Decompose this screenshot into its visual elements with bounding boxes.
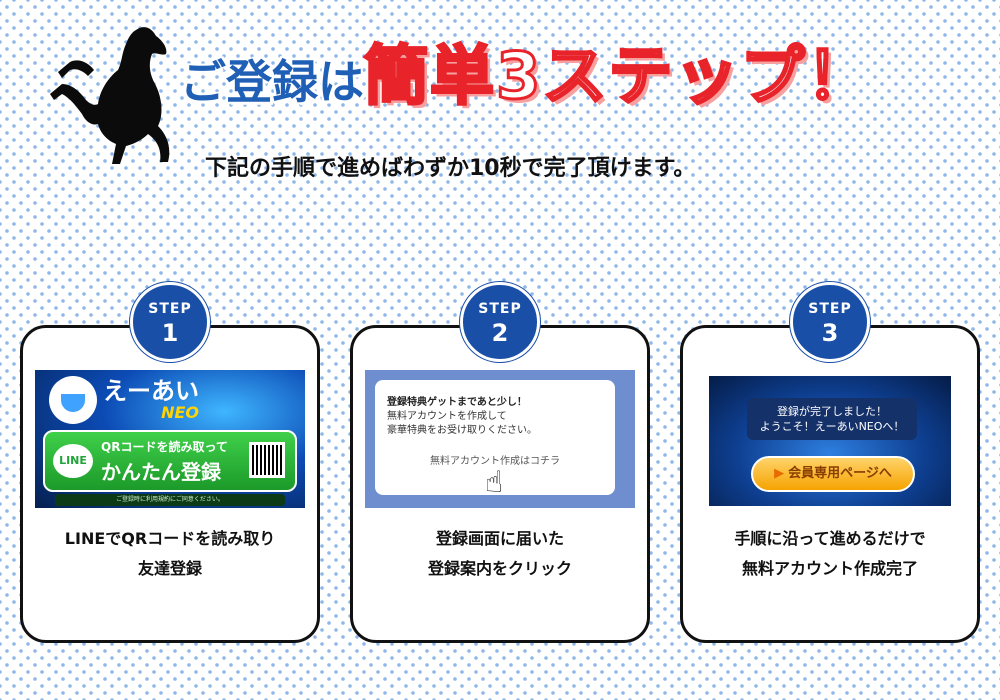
title-emphasis: 簡単3ステップ！ <box>363 40 873 114</box>
step-1-caption-line1: LINEでQRコードを読み取り <box>64 529 276 548</box>
done-line-2: ようこそ！えーあいNEOへ！ <box>759 420 905 433</box>
step-3-image: 登録が完了しました！ ようこそ！えーあいNEOへ！ ▶会員専用ページへ <box>709 376 951 506</box>
step-2-card: 登録特典ゲットまであと少し！ 無料アカウントを作成して 豪華特典をお受け取りくだ… <box>350 325 650 643</box>
qr-instruction: QRコードを読み取って <box>101 440 228 454</box>
step-2-word: STEP <box>478 301 522 317</box>
create-account-link[interactable]: 無料アカウント作成はコチラ <box>430 456 560 467</box>
member-page-button[interactable]: ▶会員専用ページへ <box>751 456 915 492</box>
step-3-caption: 手順に沿って進めるだけで 無料アカウント作成完了 <box>683 524 977 584</box>
step-1-badge: STEP 1 <box>130 282 210 362</box>
step-2-number: 2 <box>491 319 509 347</box>
step-3-caption-line1: 手順に沿って進めるだけで <box>734 529 926 548</box>
step-3-number: 3 <box>821 319 839 347</box>
pointer-hand-icon: ☝ <box>485 465 504 500</box>
step-1-caption: LINEでQRコードを読み取り 友達登録 <box>23 524 317 584</box>
terms-note: ご登録時に利用規約にご同意ください。 <box>55 494 285 506</box>
registration-complete-box: 登録が完了しました！ ようこそ！えーあいNEOへ！ <box>747 398 917 440</box>
step-2-image: 登録特典ゲットまであと少し！ 無料アカウントを作成して 豪華特典をお受け取りくだ… <box>365 370 635 508</box>
brand-name: えーあい <box>103 376 199 405</box>
step-2-caption: 登録画面に届いた 登録案内をクリック <box>353 524 647 584</box>
play-arrow-icon: ▶ <box>774 466 785 481</box>
brand-logo: えーあい NEO <box>49 376 199 424</box>
horse-silhouette-icon <box>50 27 170 164</box>
step-1-word: STEP <box>148 301 192 317</box>
mascot-icon <box>49 376 97 424</box>
member-page-label: 会員専用ページへ <box>788 466 892 481</box>
step-1-card: えーあい NEO LINE QRコードを読み取って かんたん登録 ご登録時に利用… <box>20 325 320 643</box>
registration-panel: 登録特典ゲットまであと少し！ 無料アカウントを作成して 豪華特典をお受け取りくだ… <box>375 380 615 495</box>
panel-line-3: 豪華特典をお受け取りください。 <box>387 425 537 436</box>
panel-line-1: 登録特典ゲットまであと少し！ <box>387 397 527 408</box>
step-1-image: えーあい NEO LINE QRコードを読み取って かんたん登録 ご登録時に利用… <box>35 370 305 508</box>
step-3-badge: STEP 3 <box>790 282 870 362</box>
step-2-badge: STEP 2 <box>460 282 540 362</box>
step-3-word: STEP <box>808 301 852 317</box>
done-line-1: 登録が完了しました！ <box>777 405 887 418</box>
line-logo-icon: LINE <box>53 444 93 478</box>
title-lead: ご登録は <box>180 55 364 109</box>
page-subtitle: 下記の手順で進めばわずか10秒で完了頂けます。 <box>205 156 696 181</box>
easy-register-label: かんたん登録 <box>101 460 221 484</box>
step-3-card: 登録が完了しました！ ようこそ！えーあいNEOへ！ ▶会員専用ページへ 手順に沿… <box>680 325 980 643</box>
page-title: ご登録は簡単3ステップ！ <box>180 40 873 117</box>
step-3-caption-line2: 無料アカウント作成完了 <box>741 559 918 578</box>
line-register-button[interactable]: LINE QRコードを読み取って かんたん登録 <box>43 430 297 492</box>
panel-line-2: 無料アカウントを作成して <box>387 411 507 422</box>
qr-code-icon <box>249 442 285 478</box>
step-2-caption-line1: 登録画面に届いた <box>435 529 564 548</box>
brand-neo: NEO <box>161 402 199 422</box>
step-1-number: 1 <box>161 319 179 347</box>
step-1-caption-line2: 友達登録 <box>137 559 202 578</box>
step-2-caption-line2: 登録案内をクリック <box>427 559 572 578</box>
